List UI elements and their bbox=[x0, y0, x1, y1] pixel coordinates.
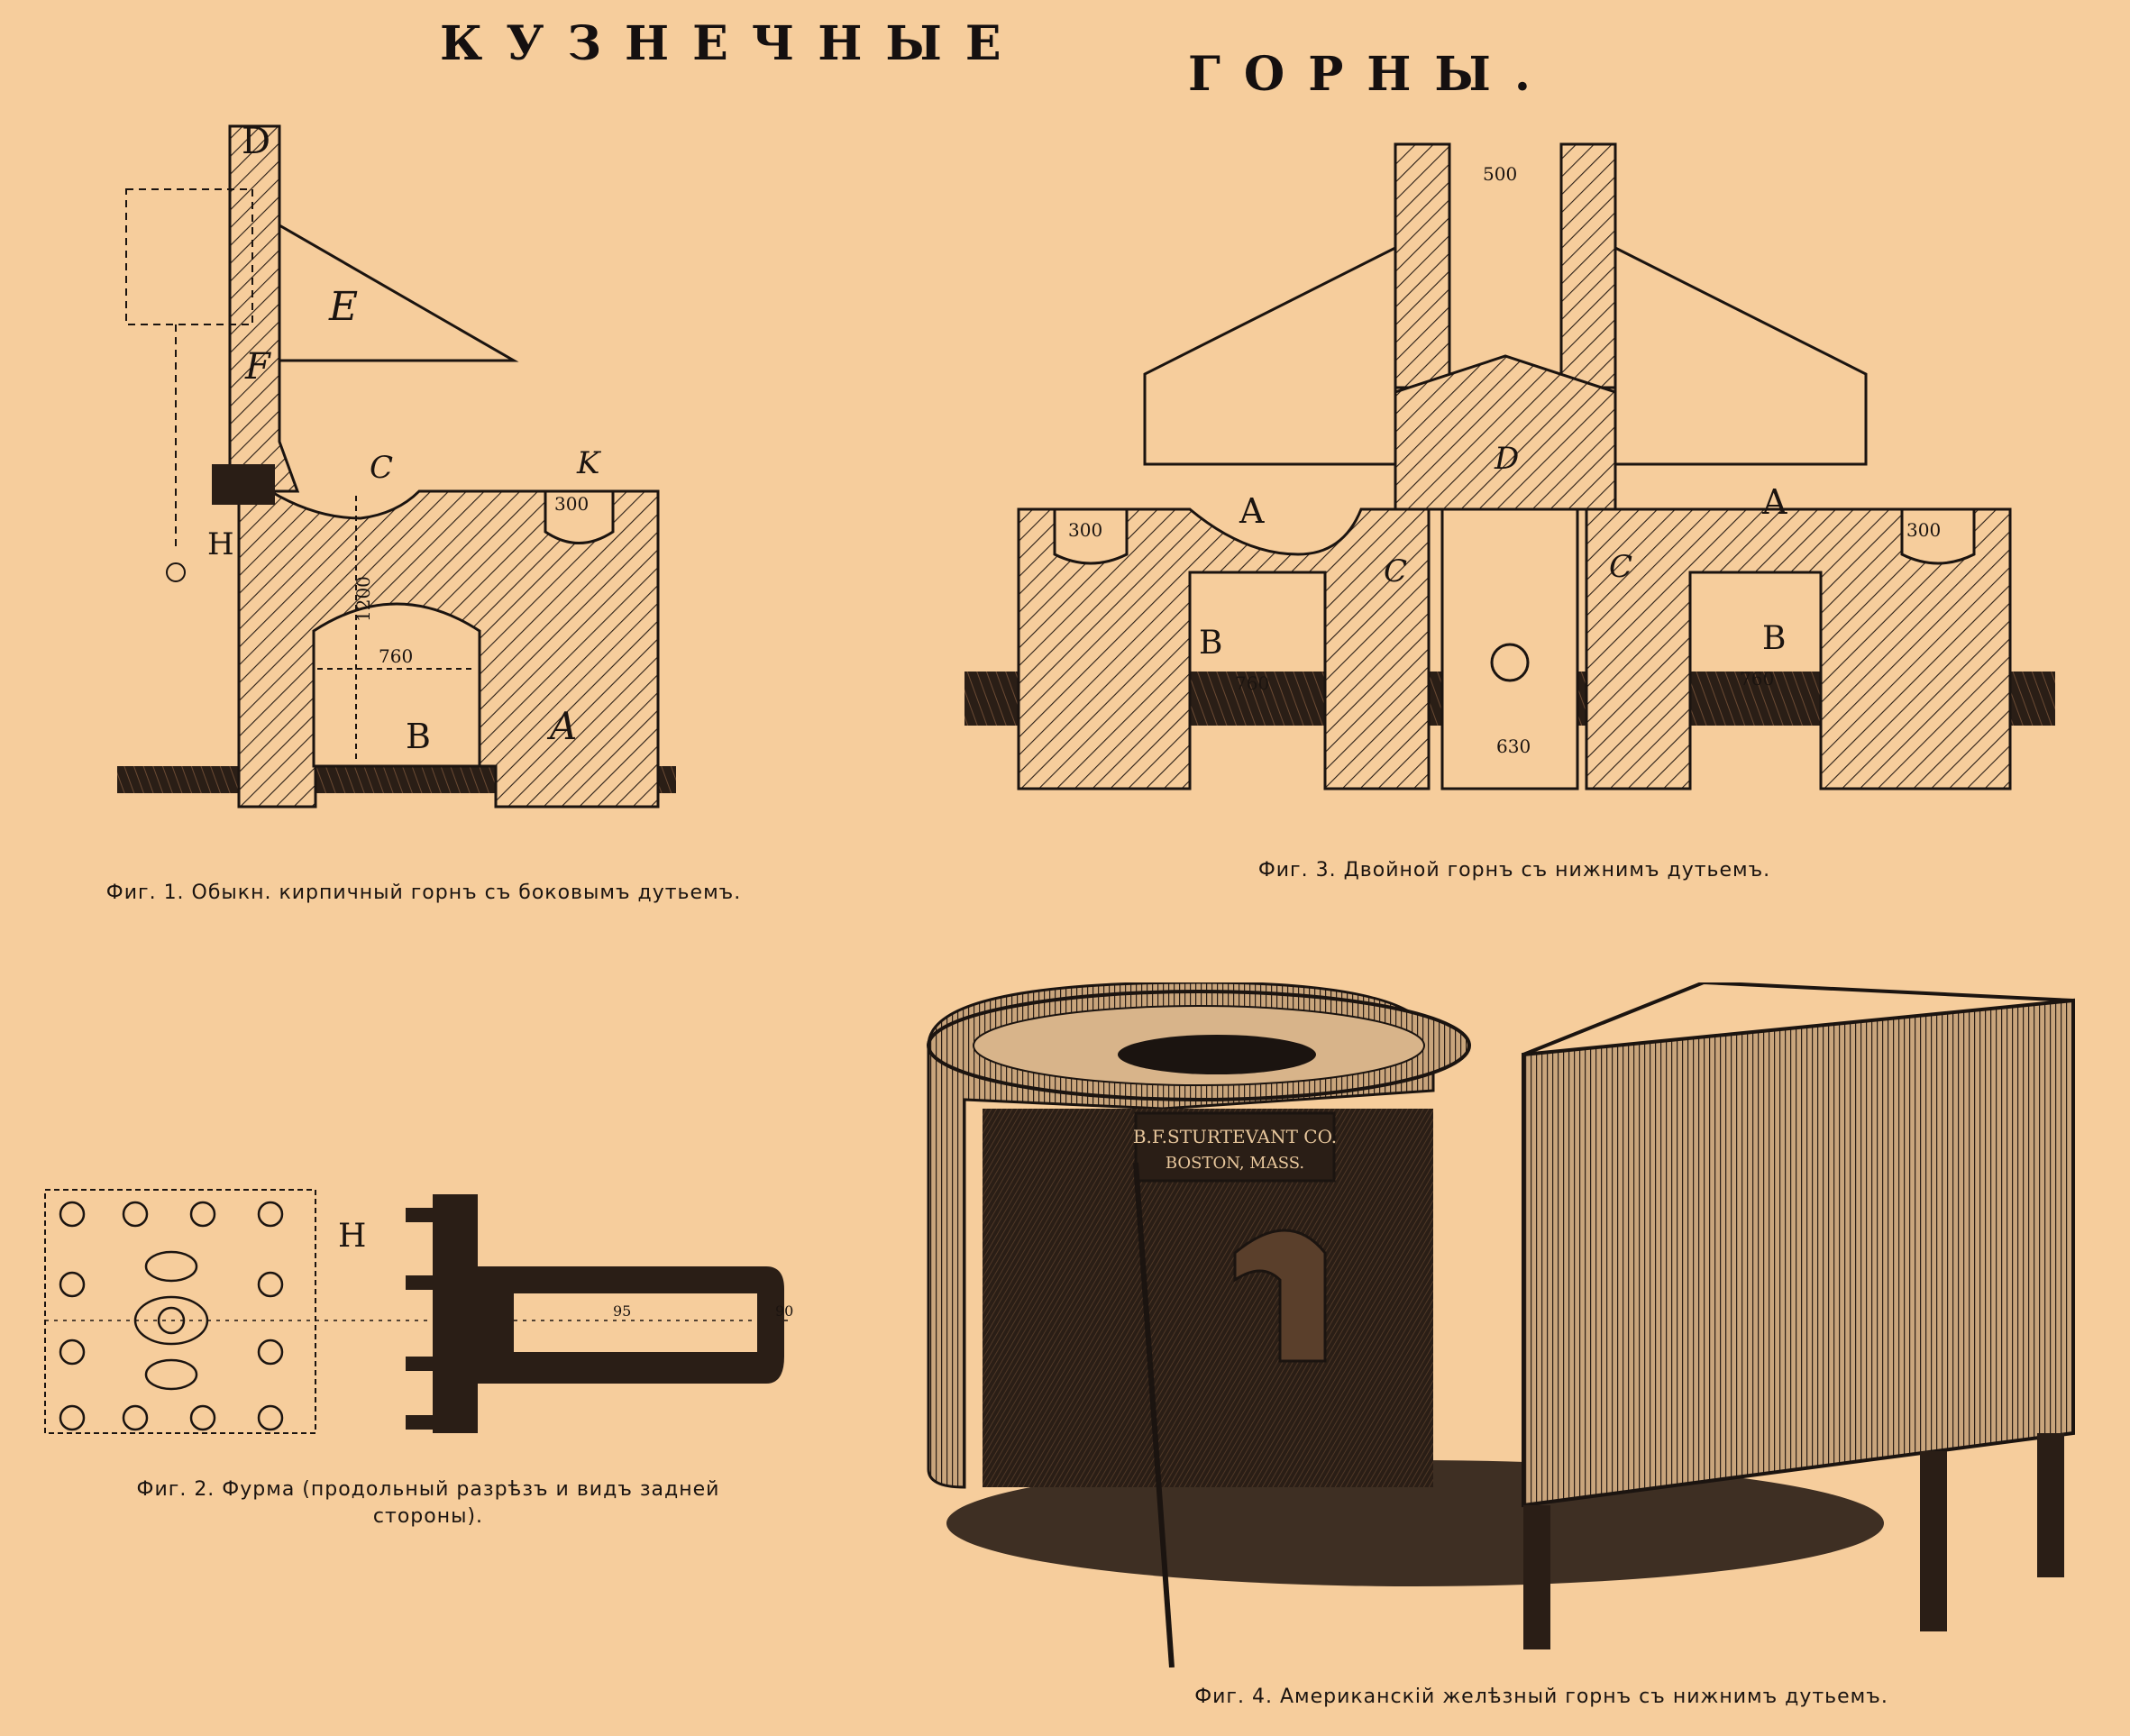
back-plate bbox=[44, 1189, 316, 1434]
maker-nameplate bbox=[1134, 1111, 1336, 1183]
label-C: C bbox=[370, 450, 393, 486]
label-A: A bbox=[546, 704, 577, 748]
figure-2-caption: Фиг. 2. Фурма (продольный разрѣзъ и видъ… bbox=[136, 1478, 720, 1528]
figure-4-caption: Фиг. 4. Американскій желѣзный горнъ съ н… bbox=[1194, 1686, 1888, 1708]
valve-wheel-icon bbox=[1490, 643, 1530, 682]
figure-3-double-forge: D A A C C B B 500 300 300 760 760 630 bbox=[955, 140, 2064, 843]
left-hood bbox=[1143, 245, 1397, 466]
tuyere-section-top bbox=[433, 1194, 784, 1433]
tuyere-section-bottom bbox=[478, 1320, 784, 1384]
tuyere bbox=[212, 464, 275, 505]
nameplate-line-1: B.F.STURTEVANT CO. bbox=[1133, 1126, 1337, 1147]
chimney bbox=[228, 124, 300, 493]
label-C-right: C bbox=[1609, 549, 1632, 585]
page-title-word-1: КУЗНЕЧНЫЕ bbox=[440, 16, 1025, 71]
hood bbox=[278, 223, 519, 362]
label-B-left: B bbox=[1199, 625, 1222, 662]
label-H: H bbox=[207, 526, 234, 562]
dim-300-left: 300 bbox=[1068, 519, 1102, 541]
figure-3-drawing: D A A C C B B 500 300 300 760 760 630 bbox=[964, 142, 2055, 790]
right-hood bbox=[1613, 245, 1868, 466]
label-D: D bbox=[242, 121, 270, 162]
figure-4-american-forge: B.F.STURTEVANT CO. BOSTON, MASS. bbox=[892, 982, 2082, 1667]
dim-90: 90 bbox=[775, 1302, 793, 1320]
label-B: B bbox=[406, 717, 431, 756]
lever-rod bbox=[1133, 1162, 1175, 1667]
label-C-left: C bbox=[1384, 553, 1407, 589]
figure-1-caption: Фиг. 1. Обыкн. кирпичный горнъ съ боковы… bbox=[105, 882, 742, 904]
dim-760: 760 bbox=[379, 645, 413, 667]
dim-95: 95 bbox=[613, 1302, 631, 1320]
dim-300: 300 bbox=[554, 493, 589, 515]
figure-3-caption: Фиг. 3. Двойной горнъ съ нижнимъ дутьемъ… bbox=[1257, 859, 1771, 882]
dashed-pipe-outline bbox=[125, 188, 253, 325]
dim-760-right: 760 bbox=[1740, 668, 1774, 690]
blast-pipe bbox=[1233, 1229, 1327, 1363]
label-B-right: B bbox=[1762, 620, 1786, 657]
dim-500: 500 bbox=[1483, 163, 1517, 185]
label-A-left: A bbox=[1239, 491, 1265, 531]
figure-1-drawing: D E F C K H B A 300 1200 760 bbox=[117, 121, 676, 809]
center-opening bbox=[1440, 507, 1579, 790]
arch-opening bbox=[312, 602, 481, 768]
dim-760-left: 760 bbox=[1235, 672, 1269, 694]
valve-wheel-icon bbox=[166, 562, 186, 582]
bolt-grid bbox=[59, 1201, 284, 1431]
label-A-right: A bbox=[1761, 482, 1787, 522]
label-H: H bbox=[338, 1218, 366, 1255]
figure-2-tuyere: H 95 90 bbox=[36, 1176, 793, 1447]
firepot bbox=[1118, 1035, 1316, 1074]
ash-pit bbox=[544, 489, 615, 544]
figure-1-brick-forge: D E F C K H B A 300 1200 760 bbox=[108, 117, 685, 820]
dim-1200: 1200 bbox=[352, 576, 374, 622]
page-title-word-2: ГОРНЫ. bbox=[1188, 47, 1555, 102]
label-D: D bbox=[1494, 441, 1519, 477]
label-F: F bbox=[244, 346, 271, 388]
figure-4-engraving: B.F.STURTEVANT CO. BOSTON, MASS. bbox=[927, 982, 2075, 1667]
label-E: E bbox=[328, 284, 358, 330]
label-K: K bbox=[576, 445, 602, 481]
figure-2-drawing: H 95 90 bbox=[44, 1189, 793, 1434]
dim-630: 630 bbox=[1496, 736, 1531, 757]
coal-box-side bbox=[1522, 998, 2075, 1508]
nameplate-line-2: BOSTON, MASS. bbox=[1166, 1154, 1304, 1173]
dim-300-right: 300 bbox=[1906, 519, 1941, 541]
